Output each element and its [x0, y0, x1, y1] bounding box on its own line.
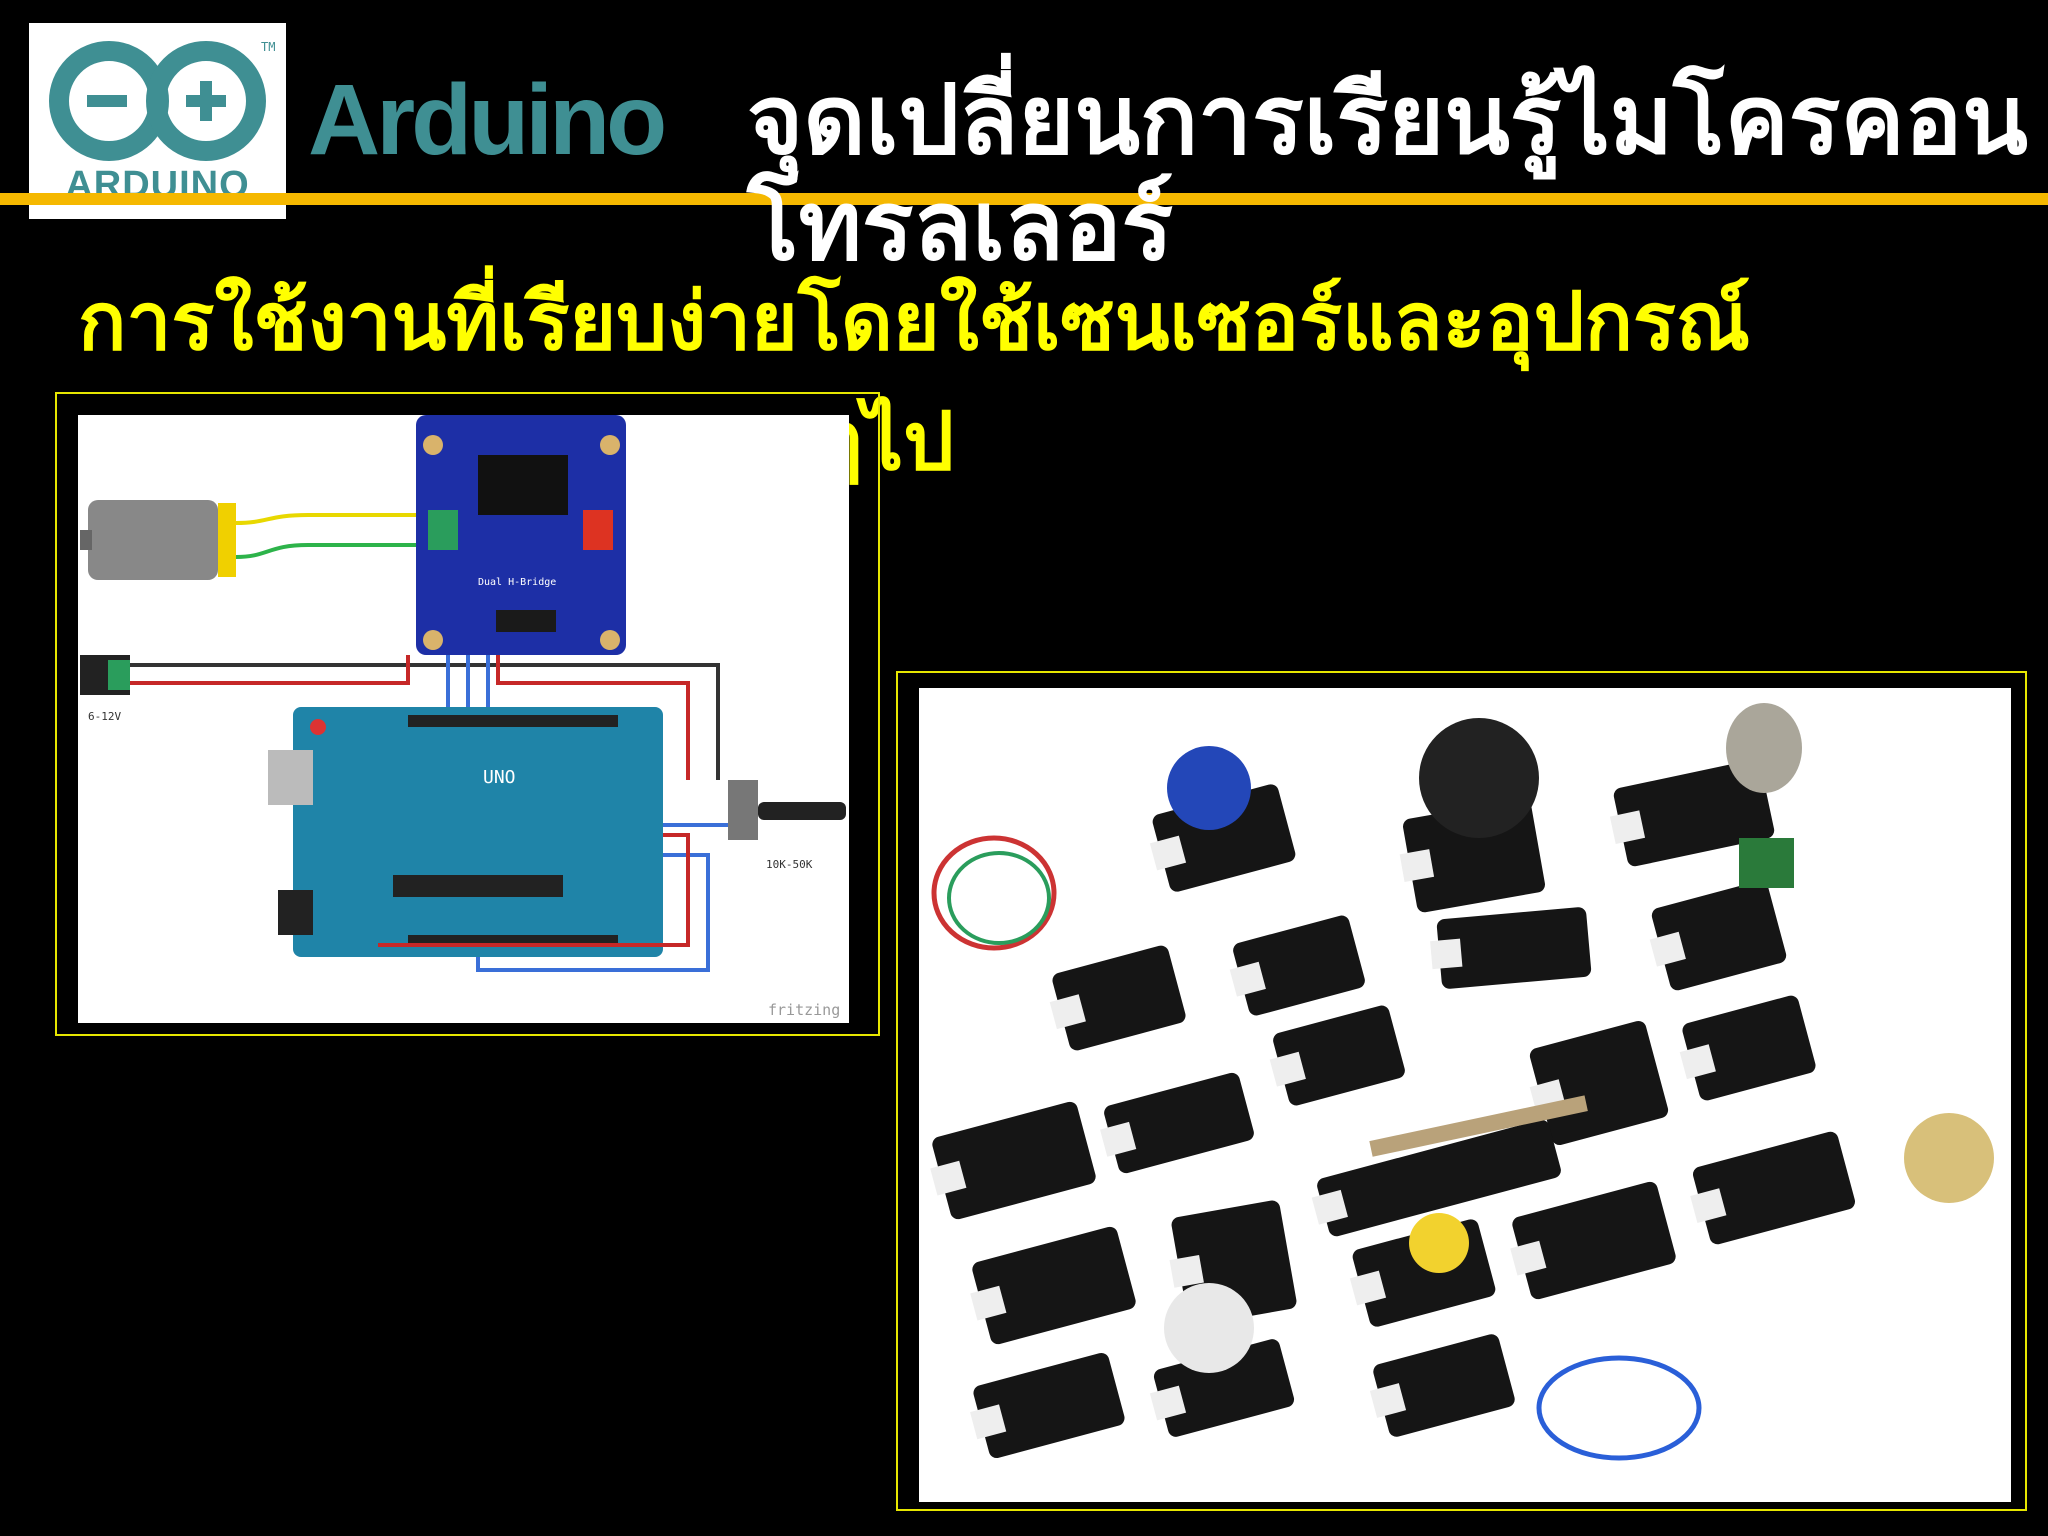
board-label: Dual H-Bridge: [478, 577, 556, 588]
sensor-module: [1100, 1072, 1254, 1174]
slide-title: จุดเปลี่ยนการเรียนรู้ไมโครคอนโทรลเลอร์: [747, 64, 2028, 282]
blue-potentiometer: [1167, 746, 1251, 830]
sensor-module: [970, 1226, 1136, 1345]
sensor-module: [1510, 1181, 1676, 1300]
dc-motor: [80, 500, 236, 580]
sensor-module: [930, 1101, 1096, 1220]
wire-loop-red: [931, 835, 1057, 951]
piezo-disc: [1904, 1113, 1994, 1203]
wire-loop-blue: [1536, 1355, 1702, 1461]
sensor-module: [1269, 1005, 1405, 1106]
sensor-module: [1311, 1119, 1561, 1237]
joystick-knob: [1419, 718, 1539, 838]
subtitle-line-1: การใช้งานที่เรียบง่ายโดยใช้เซนเซอร์และอุ…: [78, 275, 1751, 368]
sensor-module: [1229, 915, 1365, 1016]
wire-yellow: [235, 513, 423, 525]
title-divider: [0, 193, 2048, 205]
sensor-module: [1690, 1131, 1855, 1245]
soil-probe: [1369, 1095, 1588, 1157]
fritzing-watermark: fritzing: [768, 1001, 840, 1019]
arduino-uno-board: UNO: [268, 707, 663, 957]
sensor-module: [1679, 995, 1816, 1101]
pir-dome: [1164, 1283, 1254, 1373]
wiring-diagram-image: Dual H-Bridge 6-12V UNO 10K-50K fritzing: [78, 415, 849, 1023]
sensor-kit-frame: [896, 671, 2027, 1511]
gas-sensor: [1726, 703, 1802, 793]
power-label: 6-12V: [88, 710, 121, 723]
sensor-module: [1049, 945, 1186, 1051]
svg-text:TM: TM: [261, 40, 275, 54]
h-bridge-board: Dual H-Bridge: [416, 415, 626, 655]
yellow-button: [1409, 1213, 1469, 1273]
sensor-module: [1369, 1334, 1515, 1437]
sensor-kit-image: [919, 688, 2011, 1502]
sensor-module: [1609, 759, 1775, 867]
arduino-logo: TM ARDUINO: [29, 23, 286, 219]
sensor-module: [1430, 907, 1592, 989]
pot-label: 10K-50K: [766, 858, 813, 871]
wire-green: [235, 543, 423, 559]
wiring-diagram-frame: [55, 392, 880, 1036]
sensor-module: [1649, 880, 1787, 991]
wire-loop-green: [947, 851, 1051, 945]
sensor-module: [970, 1352, 1125, 1459]
power-jack: 6-12V: [80, 655, 130, 723]
infinity-logo-icon: TM: [49, 40, 275, 161]
potentiometer: 10K-50K: [728, 780, 846, 871]
uno-label: UNO: [483, 767, 516, 788]
relay: [1739, 838, 1794, 888]
brand-name: Arduino: [308, 64, 667, 176]
